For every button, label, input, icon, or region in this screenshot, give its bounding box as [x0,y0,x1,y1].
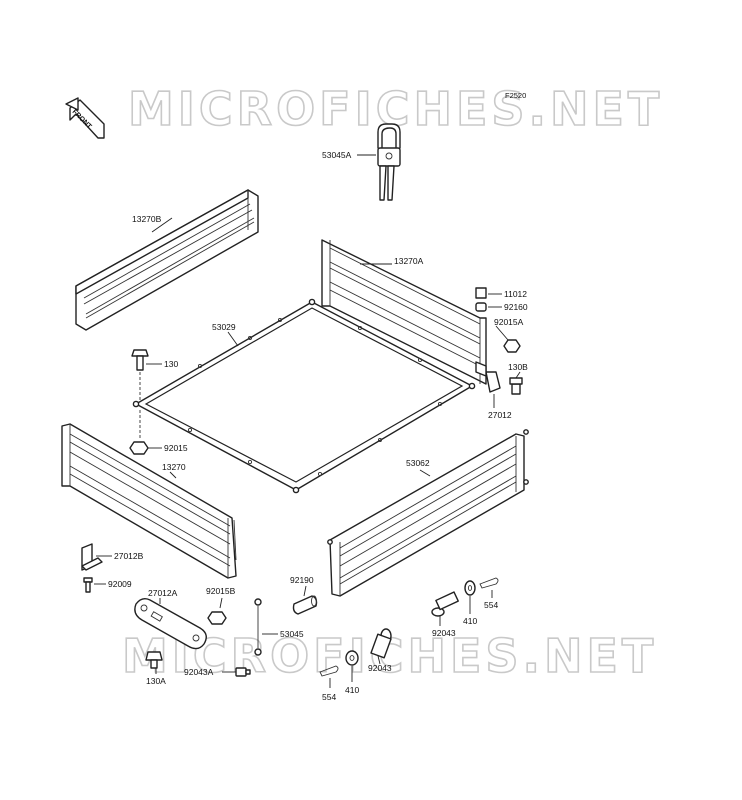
bolt-130 [131,349,149,371]
bracket-27012b [81,543,103,571]
clip-554-upper [479,577,499,589]
label-13270: 13270 [162,462,186,472]
label-92190: 92190 [290,575,314,585]
label-92160: 92160 [504,302,528,312]
label-27012: 27012 [488,410,512,420]
label-53045a: 53045A [322,150,352,160]
panel-13270 [61,423,237,579]
cable-53045 [254,598,262,656]
label-53062: 53062 [406,458,430,468]
screw-92009 [83,577,93,593]
figure-code: F2520 [505,91,526,100]
label-130: 130 [164,359,178,369]
bolt-130b [509,377,523,395]
label-130a: 130A [146,676,166,686]
clip-554-lower [319,665,339,677]
bed-frame-53029 [132,298,476,494]
label-92043-upper: 92043 [432,628,456,638]
cap-11012 [475,287,487,299]
tailgate-53062 [327,429,529,597]
label-53029: 53029 [212,322,236,332]
pin-92043-lower [370,628,392,659]
label-92009: 92009 [108,579,132,589]
label-92043-lower: 92043 [368,663,392,673]
bracket-27012 [475,361,501,393]
label-554-lower: 554 [322,692,336,702]
panel-13270a [321,239,487,385]
label-27012a: 27012A [148,588,178,598]
strap-27012a [134,597,207,650]
nut-92015b [207,611,227,625]
label-13270b: 13270B [132,214,162,224]
label-92015a: 92015A [494,317,524,327]
label-53045: 53045 [280,629,304,639]
label-11012: 11012 [504,289,527,299]
label-410-upper: 410 [463,616,477,626]
latch-53045a [377,123,401,201]
washer-410-upper [464,580,476,596]
nut-92015a [503,339,521,353]
label-554-upper: 554 [484,600,498,610]
label-27012b: 27012B [114,551,144,561]
label-92015b: 92015B [206,586,236,596]
panel-13270b [75,189,259,331]
part-92160 [475,302,487,312]
pin-92043-upper [431,591,459,617]
label-410-lower: 410 [345,685,359,695]
label-92015: 92015 [164,443,188,453]
label-130b: 130B [508,362,528,372]
label-13270a: 13270A [394,256,424,266]
bolt-130a [145,651,163,669]
label-92043a-small: 92043A [184,667,214,677]
sleeve-92190 [292,595,318,615]
washer-410-lower [345,650,359,666]
nut-92015 [129,441,149,455]
front-arrow-icon: FRONT [65,97,105,139]
